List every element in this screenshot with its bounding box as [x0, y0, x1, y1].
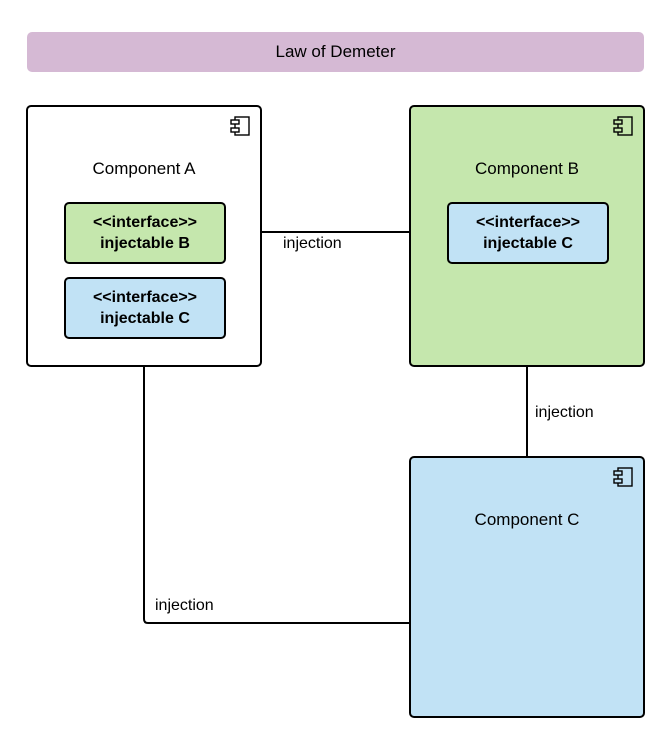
component-a: Component A <<interface>> injectable B <… [26, 105, 262, 367]
component-c: Component C [409, 456, 645, 718]
interface-name: injectable B [100, 235, 190, 252]
edge-label-injection: injection [153, 597, 216, 615]
interface-name: injectable C [483, 235, 573, 252]
edge-label-injection: injection [533, 404, 596, 422]
component-icon [613, 467, 633, 487]
component-c-title: Component C [474, 510, 580, 529]
interface-name: injectable C [100, 310, 190, 327]
interface-stereotype: <<interface>> [475, 214, 581, 231]
component-icon [230, 116, 250, 136]
diagram-title: Law of Demeter [275, 42, 396, 61]
interface-injectable-b: <<interface>> injectable B [64, 202, 226, 264]
edge-c-to-a-injectable-c [139, 338, 410, 624]
edge-label-injection: injection [281, 235, 344, 253]
interface-stereotype: <<interface>> [92, 214, 198, 231]
component-b-title: Component B [475, 159, 579, 178]
interface-injectable-c: <<interface>> injectable C [447, 202, 609, 264]
component-b: Component B <<interface>> injectable C [409, 105, 645, 367]
component-a-title: Component A [92, 159, 196, 178]
interface-stereotype: <<interface>> [92, 289, 198, 306]
diagram-title-band: Law of Demeter [27, 32, 644, 72]
interface-injectable-c: <<interface>> injectable C [64, 277, 226, 339]
component-icon [613, 116, 633, 136]
